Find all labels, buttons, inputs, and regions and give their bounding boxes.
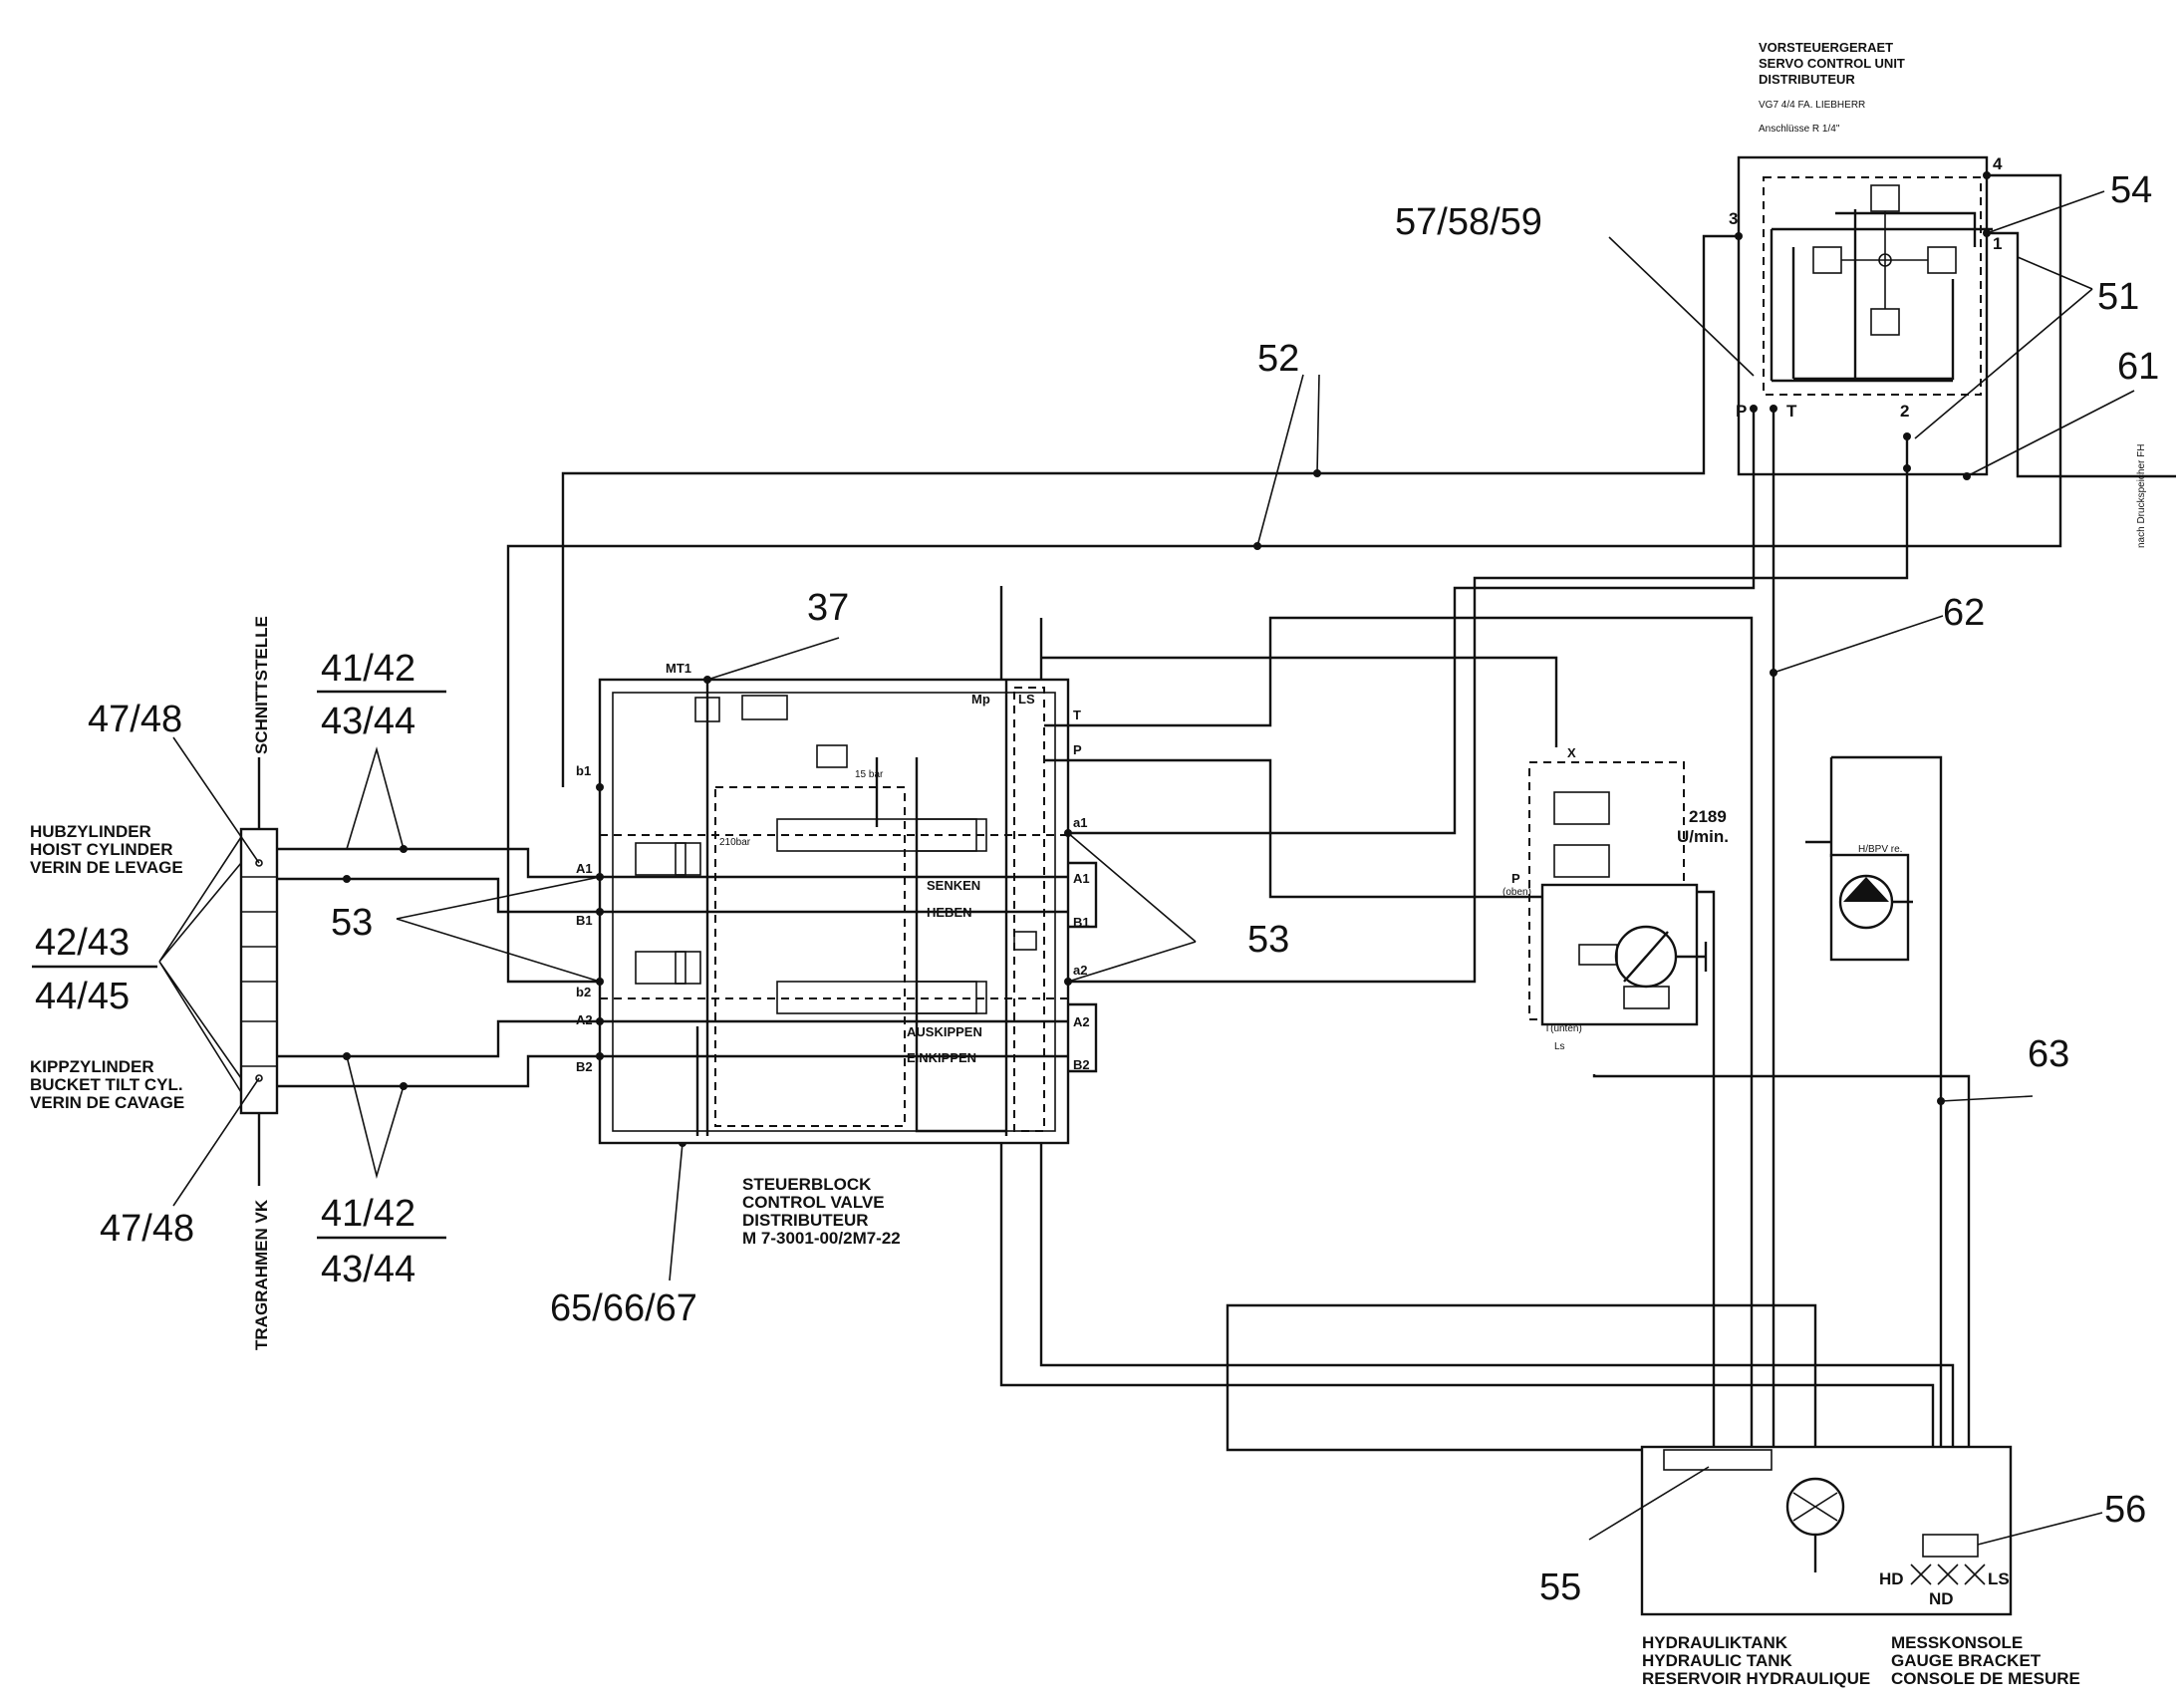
pump-p-oben: (oben) bbox=[1502, 887, 1531, 898]
servo-title-1: VORSTEUERGERAET bbox=[1759, 40, 1893, 55]
cv-auskippen: AUSKIPPEN bbox=[907, 1024, 982, 1039]
cv-bar15: 15 bar bbox=[855, 769, 884, 780]
callout-43-44-top: 43/44 bbox=[321, 701, 415, 742]
cv-bar210: 210bar bbox=[719, 837, 751, 848]
callout-43-44-bottom: 43/44 bbox=[321, 1249, 415, 1290]
servo-port-t: T bbox=[1786, 402, 1797, 421]
gauge-ls: LS bbox=[1988, 1569, 2010, 1588]
cv-a1l: A1 bbox=[576, 861, 593, 876]
pump-p: P bbox=[1511, 871, 1520, 886]
servo-title-2: SERVO CONTROL UNIT bbox=[1759, 56, 1905, 71]
hoist-1: HUBZYLINDER bbox=[30, 822, 151, 841]
callout-47-48-bottom: 47/48 bbox=[100, 1208, 194, 1250]
servo-title-3: DISTRIBUTEUR bbox=[1759, 72, 1855, 87]
callout-41-44-top: 41/42 43/44 bbox=[317, 648, 446, 742]
cv-senken: SENKEN bbox=[927, 878, 980, 893]
callout-41-42-bottom: 41/42 bbox=[321, 1193, 415, 1235]
servo-port-4: 4 bbox=[1993, 154, 2003, 173]
servo-title-5: Anschlüsse R 1/4" bbox=[1759, 124, 1840, 135]
callout-leaders bbox=[158, 190, 2135, 1546]
callout-44-45: 44/45 bbox=[35, 976, 130, 1017]
pump-assembly bbox=[1519, 761, 1708, 1026]
cv-b1left: B1 bbox=[576, 913, 593, 928]
callout-62: 62 bbox=[1943, 592, 1985, 634]
cv-title-2: CONTROL VALVE bbox=[742, 1193, 885, 1212]
cv-title-1: STEUERBLOCK bbox=[742, 1175, 872, 1194]
callout-37: 37 bbox=[807, 587, 849, 629]
gauge-hd: HD bbox=[1879, 1569, 1904, 1588]
cv-mt1: MT1 bbox=[666, 661, 691, 676]
interface-strip bbox=[239, 757, 279, 1186]
pump-flow: 2189 bbox=[1689, 807, 1727, 826]
hoist-3: VERIN DE LEVAGE bbox=[30, 858, 183, 877]
tilt-2: BUCKET TILT CYL. bbox=[30, 1075, 183, 1094]
callout-61: 61 bbox=[2117, 346, 2159, 388]
cv-t: T bbox=[1073, 708, 1081, 722]
junction-dots bbox=[343, 464, 1971, 1147]
cv-ls: LS bbox=[1018, 692, 1035, 707]
tilt-1: KIPPZYLINDER bbox=[30, 1057, 154, 1076]
callout-51: 51 bbox=[2097, 276, 2139, 318]
cv-b1l: b1 bbox=[576, 763, 591, 778]
cv-mp: Mp bbox=[971, 692, 990, 707]
interface-tragrahmen: TRAGRAHMEN VK bbox=[252, 1199, 271, 1350]
callout-56: 56 bbox=[2104, 1489, 2146, 1531]
cv-a2r: a2 bbox=[1073, 963, 1087, 978]
callout-41-44-bottom: 41/42 43/44 bbox=[317, 1193, 446, 1290]
hydraulic-tank bbox=[1640, 1445, 2013, 1616]
callout-41-42-top: 41/42 bbox=[321, 648, 415, 690]
hr-pump bbox=[1805, 840, 1913, 962]
pump-flow-unit: U/min. bbox=[1677, 827, 1729, 846]
gauge-1: MESSKONSOLE bbox=[1891, 1633, 2023, 1652]
cv-title-3: DISTRIBUTEUR bbox=[742, 1211, 869, 1230]
tank-1: HYDRAULIKTANK bbox=[1642, 1633, 1788, 1652]
servo-port-p: P bbox=[1736, 402, 1747, 421]
gauge-2: GAUGE BRACKET bbox=[1891, 1651, 2042, 1670]
servo-port-2: 2 bbox=[1900, 402, 1909, 421]
control-valve-block bbox=[596, 676, 1098, 1145]
callout-47-48-top: 47/48 bbox=[88, 699, 182, 740]
pump-x: X bbox=[1567, 745, 1576, 760]
tilt-3: VERIN DE CAVAGE bbox=[30, 1093, 184, 1112]
cv-b2l: b2 bbox=[576, 985, 591, 999]
hrpv-label: H/BPV re. bbox=[1858, 844, 1902, 855]
gauge-3: CONSOLE DE MESURE bbox=[1891, 1669, 2080, 1688]
callout-42-43: 42/43 bbox=[35, 922, 130, 964]
callout-54: 54 bbox=[2110, 169, 2152, 211]
cv-a2: A2 bbox=[1073, 1014, 1090, 1029]
callout-42-45: 42/43 44/45 bbox=[32, 922, 157, 1017]
interface-schnittstelle: SCHNITTSTELLE bbox=[252, 616, 271, 754]
cv-heben: HEBEN bbox=[927, 905, 972, 920]
cv-b2left: B2 bbox=[576, 1059, 593, 1074]
tank-2: HYDRAULIC TANK bbox=[1642, 1651, 1793, 1670]
servo-port-3: 3 bbox=[1729, 209, 1738, 228]
callout-55: 55 bbox=[1539, 1566, 1581, 1608]
servo-control-unit: 3 4 1 2 P T bbox=[1729, 154, 2003, 476]
side-note: nach Druckspeicher FH bbox=[2136, 444, 2147, 548]
cv-b2: B2 bbox=[1073, 1057, 1090, 1072]
pump-t-unten: T(unten) bbox=[1544, 1023, 1582, 1034]
servo-port-1: 1 bbox=[1993, 234, 2002, 253]
callout-52: 52 bbox=[1257, 338, 1299, 380]
cv-a1r: a1 bbox=[1073, 815, 1087, 830]
cv-einkippen: EINKIPPEN bbox=[907, 1050, 976, 1065]
cv-a1: A1 bbox=[1073, 871, 1090, 886]
pump-ls: Ls bbox=[1554, 1041, 1565, 1052]
servo-title-4: VG7 4/4 FA. LIEBHERR bbox=[1759, 100, 1865, 111]
cv-a2l: A2 bbox=[576, 1012, 593, 1027]
hoist-2: HOIST CYLINDER bbox=[30, 840, 173, 859]
cv-title-4: M 7-3001-00/2M7-22 bbox=[742, 1229, 901, 1248]
cv-p: P bbox=[1073, 742, 1082, 757]
gauge-nd: ND bbox=[1929, 1589, 1954, 1608]
tank-3: RESERVOIR HYDRAULIQUE bbox=[1642, 1669, 1870, 1688]
callout-57-58-59: 57/58/59 bbox=[1395, 201, 1542, 243]
callout-63: 63 bbox=[2028, 1033, 2069, 1075]
callout-53-right: 53 bbox=[1247, 919, 1289, 961]
callout-65-66-67: 65/66/67 bbox=[550, 1287, 697, 1329]
cv-b1: B1 bbox=[1073, 915, 1090, 930]
callout-53-left: 53 bbox=[331, 902, 373, 944]
